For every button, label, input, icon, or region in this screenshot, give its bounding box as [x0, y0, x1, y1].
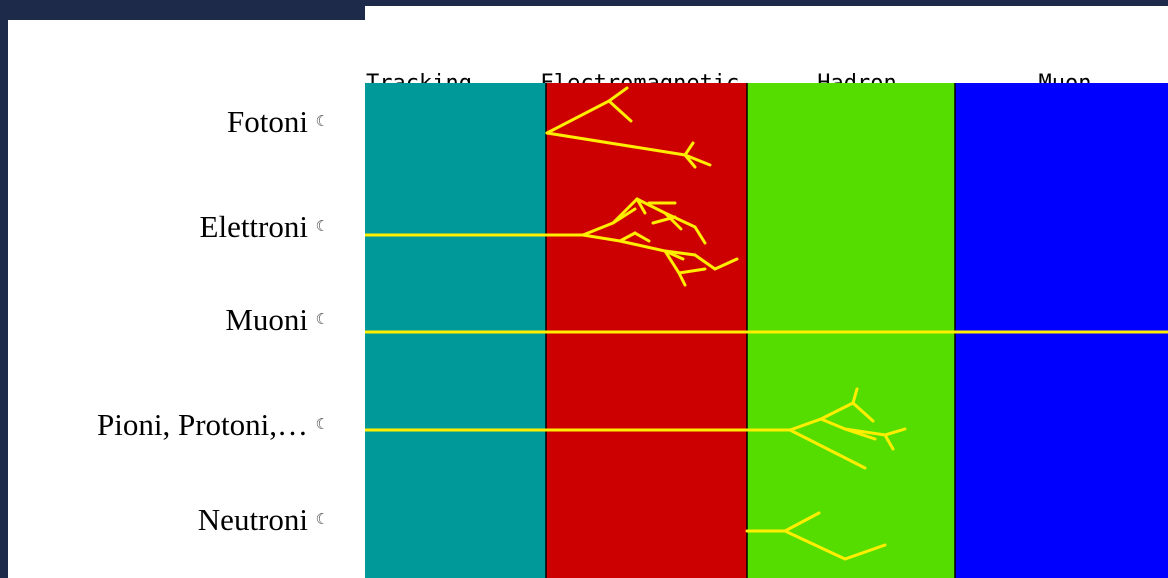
particle-row-neutrons: Neutroni ☾: [0, 500, 355, 540]
crescent-moon-icon: ☾: [315, 415, 329, 433]
hadron-shower-track: [365, 387, 907, 470]
detector-diagram: [365, 83, 1168, 578]
particle-label: Fotoni: [227, 104, 308, 139]
particle-label: Pioni, Protoni,…: [96, 407, 308, 442]
detector-layer-headers: Tracking chamber Electromagnetic calorim…: [365, 6, 1168, 177]
particle-row-pions-protons: Pioni, Protoni,… ☾: [0, 405, 355, 445]
particle-label: Elettroni: [199, 209, 308, 244]
particle-label: Neutroni: [197, 502, 308, 537]
particle-row-photons: Fotoni ☾: [0, 102, 355, 142]
particle-label: Muoni: [225, 302, 308, 337]
neutron-shower-track: [745, 511, 887, 561]
crescent-moon-icon: ☾: [315, 217, 329, 235]
particle-row-electrons: Elettroni ☾: [0, 207, 355, 247]
crescent-moon-icon: ☾: [315, 310, 329, 328]
photon-shower-track: [545, 86, 712, 169]
particle-row-muons: Muoni ☾: [0, 300, 355, 340]
crescent-moon-icon: ☾: [315, 112, 329, 130]
crescent-moon-icon: ☾: [315, 510, 329, 528]
electron-shower-track: [365, 197, 739, 287]
